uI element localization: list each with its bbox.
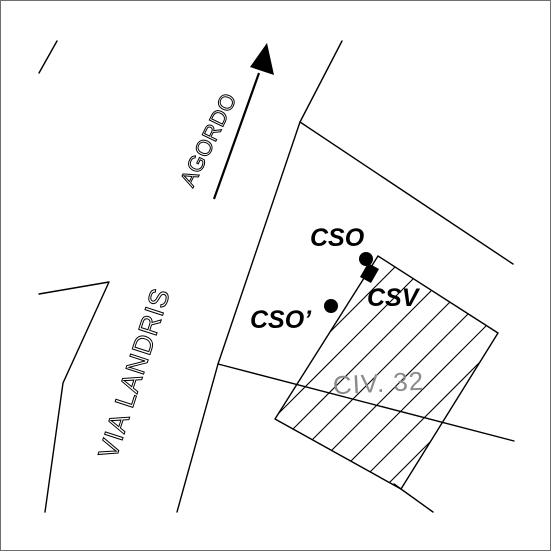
road-edge-top-left-stub: [38, 40, 58, 74]
parcel-outline: [274, 255, 499, 490]
cso-point-marker: [359, 252, 373, 266]
cso-label: CSO: [310, 224, 365, 252]
road-edge-left-bend: [38, 281, 110, 513]
road-edge-lower-right: [217, 363, 515, 442]
csv-point-marker: [360, 263, 379, 283]
north-arrow-icon: [212, 43, 274, 200]
road-edge-main-west: [176, 40, 343, 513]
parcel-label: CIV. 32: [332, 366, 425, 401]
csv-label: CSV: [367, 284, 421, 312]
cso-prime-label: CSO’: [250, 306, 312, 334]
street-label-via-landris: VIA LANDRIS: [93, 284, 176, 462]
road-edge-upper-right: [299, 121, 514, 265]
monitoring-points: CSO CSV CSO’: [250, 224, 421, 334]
cso-prime-point-marker: [324, 299, 338, 313]
street-label-agordo: AGORDO: [175, 89, 242, 191]
